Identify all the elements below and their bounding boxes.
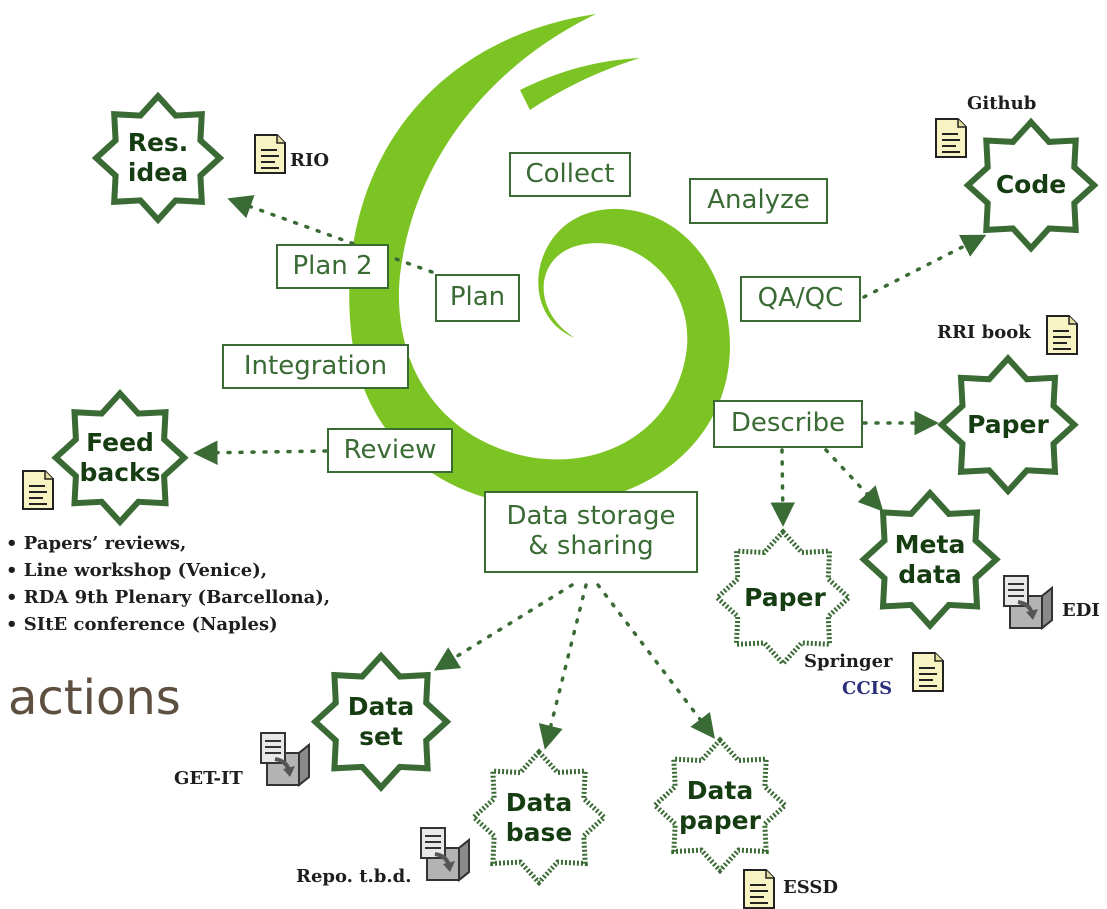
- feedback-list: Papers’ reviews, Line workshop (Venice),…: [6, 530, 330, 638]
- ref-repo: Repo. t.b.d.: [296, 866, 412, 887]
- star-datapaper: [651, 736, 789, 875]
- list-item: Line workshop (Venice),: [6, 557, 330, 584]
- list-item: Papers’ reviews,: [6, 530, 330, 557]
- ref-rio: RIO: [290, 150, 330, 171]
- ref-edi: EDI: [1062, 600, 1100, 621]
- box-icon-edi: [1002, 574, 1054, 630]
- ref-rri-book: RRI book: [937, 322, 1031, 343]
- output-metadata: Meta data: [894, 530, 966, 589]
- step-plan2: Plan 2: [276, 244, 389, 289]
- doc-icon-springer: [912, 652, 944, 692]
- doc-icon-essd: [743, 869, 775, 909]
- star-dataset: [310, 651, 452, 792]
- arrow-describe-to-metadata: [824, 448, 884, 512]
- doc-icon-github: [935, 118, 967, 158]
- step-analyze: Analyze: [689, 178, 828, 224]
- box-icon-getit: [259, 731, 311, 787]
- star-feedbacks: [51, 389, 189, 527]
- list-item: SItE conference (Naples): [6, 611, 330, 638]
- step-integration: Integration: [222, 344, 409, 389]
- output-feedbacks: Feed backs: [79, 428, 161, 487]
- list-item: RDA 9th Plenary (Barcellona),: [6, 584, 330, 611]
- output-datapaper: Data paper: [679, 776, 761, 835]
- step-describe: Describe: [713, 400, 863, 448]
- output-database: Data base: [505, 788, 573, 847]
- output-paper-springer: Paper: [744, 583, 826, 612]
- doc-icon-rri: [1046, 315, 1078, 355]
- actions-label: actions: [8, 670, 181, 726]
- step-plan: Plan: [435, 274, 520, 322]
- step-qaqc: QA/QC: [740, 276, 861, 322]
- star-database: [470, 748, 608, 887]
- star-shapes: [51, 91, 1099, 887]
- star-paper-springer: [713, 528, 853, 668]
- arrow-describe-to-springer: [770, 448, 795, 527]
- output-paper-rri: Paper: [967, 410, 1049, 439]
- dotted-arrows: [193, 195, 987, 750]
- arrow-storage-to-dataset: [433, 583, 574, 671]
- doc-icon-rio: [254, 134, 286, 174]
- box-icon-repo: [419, 826, 471, 882]
- star-res-idea: [91, 91, 225, 225]
- arrow-storage-to-database: [538, 583, 588, 750]
- output-code: Code: [995, 170, 1067, 199]
- ref-getit: GET-IT: [174, 768, 243, 789]
- output-res-idea: Res. idea: [127, 128, 189, 187]
- step-collect: Collect: [509, 152, 631, 197]
- step-review: Review: [327, 428, 453, 473]
- ref-github: Github: [967, 93, 1037, 114]
- swirl-graphic: [349, 14, 730, 506]
- star-paper-rri: [937, 354, 1079, 496]
- arrow-storage-to-datapaper: [596, 583, 715, 739]
- ref-essd: ESSD: [783, 877, 838, 898]
- arrow-qaqc-to-code: [862, 234, 987, 299]
- ref-ccis: CCIS: [842, 678, 893, 699]
- ref-springer: Springer: [804, 651, 893, 672]
- output-dataset: Data set: [347, 692, 415, 751]
- star-code: [963, 117, 1099, 253]
- arrow-plan-to-idea: [227, 195, 434, 274]
- step-storage: Data storage & sharing: [484, 491, 698, 573]
- doc-icon-feedbacks: [22, 470, 54, 510]
- star-metadata: [859, 488, 1001, 631]
- arrow-review-to-feedbacks: [193, 440, 328, 465]
